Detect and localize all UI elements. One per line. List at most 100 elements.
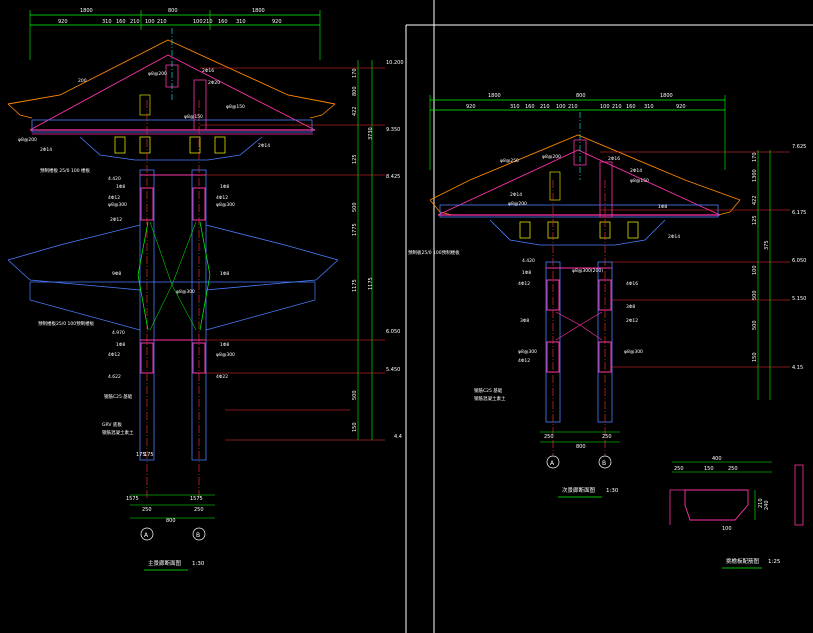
d1-label-29: 4.622 [108, 374, 121, 380]
d1-elev-4: 5.450 [386, 367, 400, 373]
d2-label-15: 3Φ8 [626, 304, 635, 310]
d2-label-16: 3Φ8 [520, 318, 529, 324]
d2-label-11: φ8@300(200) [572, 268, 603, 274]
d1-label-16: 4.420 [108, 176, 121, 182]
d2-column-b [597, 180, 613, 455]
d2-label-2: 2Φ16 [608, 156, 620, 162]
d1-label-19: 1Φ8 [220, 271, 229, 277]
d2-label-17: 2Φ12 [626, 318, 638, 324]
d1-label-31: 钢筋混凝土素土 [102, 429, 134, 436]
d2-top-dim-1: 800 [576, 93, 586, 99]
d1-label-1: 200 [78, 78, 87, 84]
d2-rdim-9: 500 [752, 320, 758, 330]
d1-column-b [191, 100, 207, 500]
d2-sub-dim-6: 100 [600, 104, 610, 110]
d1-axis-b: B [196, 532, 200, 539]
d2-label-3: 2Φ14 [630, 168, 642, 174]
d2-label-7: 1Φ8 [658, 204, 667, 210]
d1-sub-dim-8: 160 [218, 19, 228, 25]
d1-label-28: 钢筋C25 基础 [104, 393, 133, 400]
detail-dim-4: 210 [758, 498, 764, 508]
d2-label-10: 4.420 [522, 258, 535, 264]
d2-elev-3: 5.150 [792, 296, 806, 302]
d2-label-4: φ8@150 [630, 178, 649, 184]
d1-label-12: 4Φ12 [108, 195, 120, 201]
d1-elev-3: 6.050 [386, 329, 400, 335]
d2-top-dim-0: 1800 [488, 93, 501, 99]
d2-label-12: 1Φ8 [522, 270, 531, 276]
d2-sub-dim-3: 210 [540, 104, 550, 110]
d2-bdim-1: 800 [576, 444, 586, 450]
d1-label-7: φ8@200 [18, 137, 37, 143]
d1-bdim-6: 800 [166, 518, 176, 524]
d1-bdim-1: 175 [144, 452, 154, 458]
d1-label-15: φ8@300 [216, 202, 235, 208]
d1-sub-dim-9: 310 [236, 19, 246, 25]
d1-axis-a-bubble [140, 527, 154, 541]
d1-label-6: 2Φ14 [258, 143, 270, 149]
detail-dim-6: 100 [722, 526, 732, 532]
d1-elev-5: 4.4 [394, 434, 402, 440]
d1-rdim-4: 1775 [352, 223, 358, 236]
d1-title: 主景廊断面图 [148, 559, 182, 567]
d1-sub-dim-0: 920 [58, 19, 68, 25]
d2-sub-dim-0: 920 [466, 104, 476, 110]
d2-rdim-7: 500 [752, 290, 758, 300]
d2-axis-a-bubble [546, 455, 560, 469]
d2-axis-a: A [550, 460, 555, 467]
d1-rdim-0: 170 [352, 68, 358, 78]
d1-rdim-8: 1175 [368, 277, 374, 290]
d2-axis-b-bubble [598, 455, 612, 469]
d1-label-2: 2Φ16 [202, 68, 214, 74]
d1-bdim-3: 1575 [190, 496, 203, 502]
d2-label-22: 钢筋混凝土素土 [474, 395, 506, 402]
d2-label-20: φ8@300 [624, 349, 643, 355]
d1-label-4: φ8@150 [226, 104, 245, 110]
d2-sub-dim-10: 920 [676, 104, 686, 110]
d1-sub-dim-4: 100 [145, 19, 155, 25]
d1-sub-dim-3: 210 [130, 19, 140, 25]
d2-rdim-3: 125 [752, 215, 758, 225]
d1-sub-dim-2: 160 [116, 19, 126, 25]
d2-label-21: 钢筋C25 基础 [474, 387, 503, 394]
d1-bdim-0: 175 [136, 452, 146, 458]
d1-top-dim-0: 1800 [80, 8, 93, 14]
d2-axis-b: B [602, 460, 606, 467]
d1-rdim-2: 422 [352, 106, 358, 116]
d2-label-1: φ8@200 [542, 154, 561, 160]
d2-label-5: 2Φ14 [510, 192, 522, 198]
d1-sub-dim-5: 210 [157, 19, 167, 25]
detail-dim-1: 250 [674, 466, 684, 472]
drawing-2: 1800 800 1800 920 310 160 210 100 210 10… [408, 93, 806, 498]
d2-scale: 1:30 [606, 488, 619, 494]
d1-label-13: φ8@300 [108, 202, 127, 208]
d1-sub-dim-6: 100 [193, 19, 203, 25]
d2-rdim-2: 422 [752, 195, 758, 205]
d1-label-8: 2Φ14 [40, 147, 52, 153]
d1-axis-b-bubble [192, 527, 206, 541]
d1-label-25: 4Φ12 [108, 352, 120, 358]
d1-top-dim-1: 800 [168, 8, 178, 14]
d2-rdim-1: 1300 [752, 169, 758, 182]
d1-label-10: 1Φ8 [116, 184, 125, 190]
detail-dim-0: 400 [712, 456, 722, 462]
d1-axis-a: A [144, 532, 149, 539]
detail-dim-2: 150 [704, 466, 714, 472]
d2-bdim-0: 250 [544, 434, 554, 440]
d2-elev-2: 6.050 [792, 258, 806, 264]
d1-label-11: 1Φ8 [220, 184, 229, 190]
detail-side-section [794, 464, 804, 526]
d2-sub-dim-2: 160 [525, 104, 535, 110]
d1-rdim-9: 500 [352, 390, 358, 400]
d1-rdim-7: 1175 [352, 279, 358, 292]
d1-label-17: 2Φ12 [110, 217, 122, 223]
d1-rdim-3: 125 [352, 154, 358, 164]
d2-elev-0: 7.625 [792, 144, 806, 150]
d2-elev-4: 4.15 [792, 365, 803, 371]
d2-label-13: 4Φ12 [518, 281, 530, 287]
d1-rdim-5: 500 [352, 202, 358, 212]
d1-label-18: 9Φ8 [112, 271, 121, 277]
drawing-1: 1800 800 1800 920 310 160 210 100 210 10… [7, 8, 404, 571]
d2-elev-1: 6.175 [792, 210, 806, 216]
d1-label-22: 4.970 [112, 330, 125, 336]
